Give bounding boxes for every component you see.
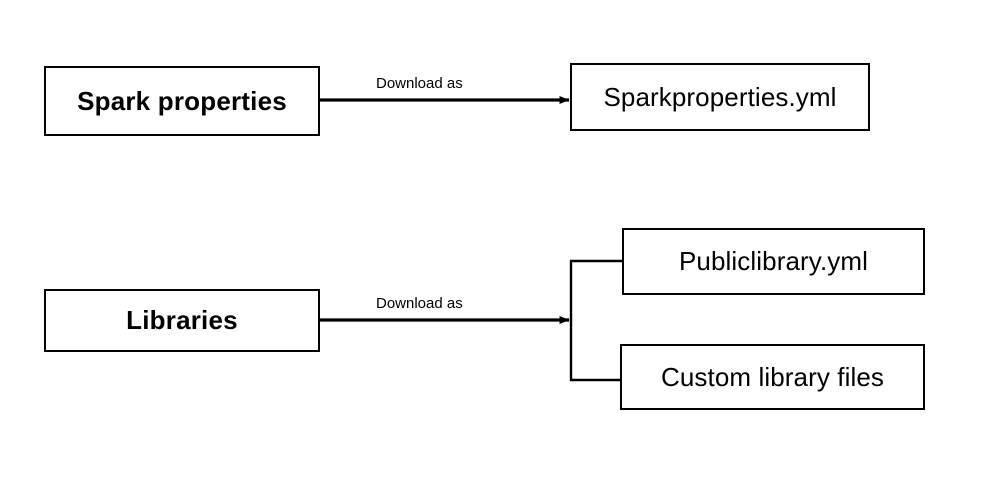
node-label-spark-properties: Spark properties — [77, 85, 287, 116]
edge-label-libraries-download: Download as — [376, 295, 463, 312]
node-sparkproperties-yml[interactable]: Sparkproperties.yml — [570, 63, 870, 131]
node-publiclibrary-yml[interactable]: Publiclibrary.yml — [622, 228, 925, 295]
edge-label-spark-download: Download as — [376, 75, 463, 92]
node-custom-library-files[interactable]: Custom library files — [620, 344, 925, 410]
node-label-libraries: Libraries — [126, 305, 238, 336]
node-libraries[interactable]: Libraries — [44, 289, 320, 352]
node-label-custom-library-files: Custom library files — [660, 361, 885, 392]
node-label-sparkproperties-yml: Sparkproperties.yml — [603, 81, 837, 112]
node-spark-properties[interactable]: Spark properties — [44, 66, 320, 136]
node-label-publiclibrary-yml: Publiclibrary.yml — [678, 246, 869, 277]
